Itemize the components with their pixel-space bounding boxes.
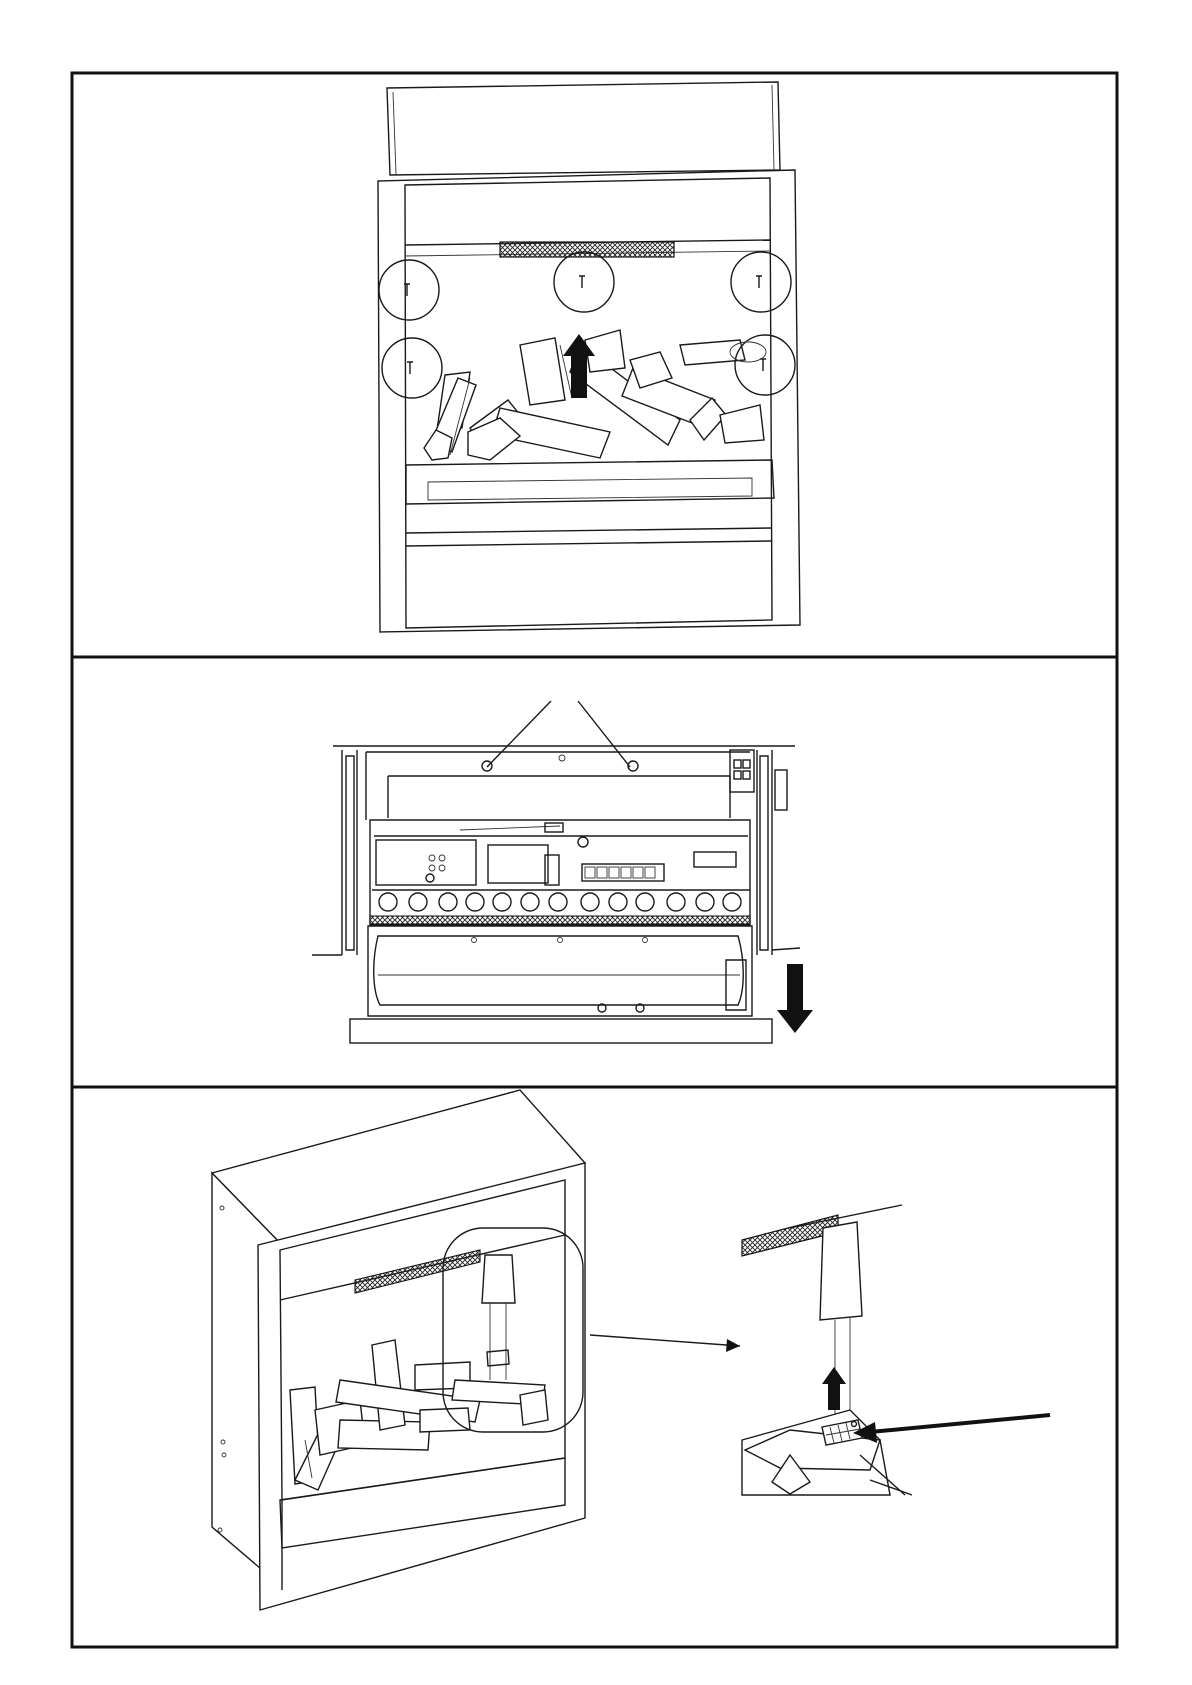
- remove-up-arrow: [822, 1367, 846, 1410]
- screw-callout-top-left: [379, 260, 439, 320]
- panel-1-fireplace-front: [378, 82, 800, 632]
- panel-3-fireplace-perspective: [212, 1090, 740, 1610]
- led-array: [582, 864, 664, 881]
- flame-rollers: [372, 890, 750, 911]
- pull-down-arrow: [777, 964, 813, 1033]
- screw-callout-top-right: [731, 252, 791, 312]
- screw-callout-top-center: [554, 252, 614, 312]
- panel-3-zoom-detail: [742, 1205, 1050, 1495]
- log-set: [424, 330, 764, 460]
- panel-2-firebox-interior: [312, 701, 813, 1043]
- screw-callout-bottom-left: [382, 338, 442, 398]
- vent-grille: [500, 242, 674, 257]
- control-switch-block: [730, 750, 754, 792]
